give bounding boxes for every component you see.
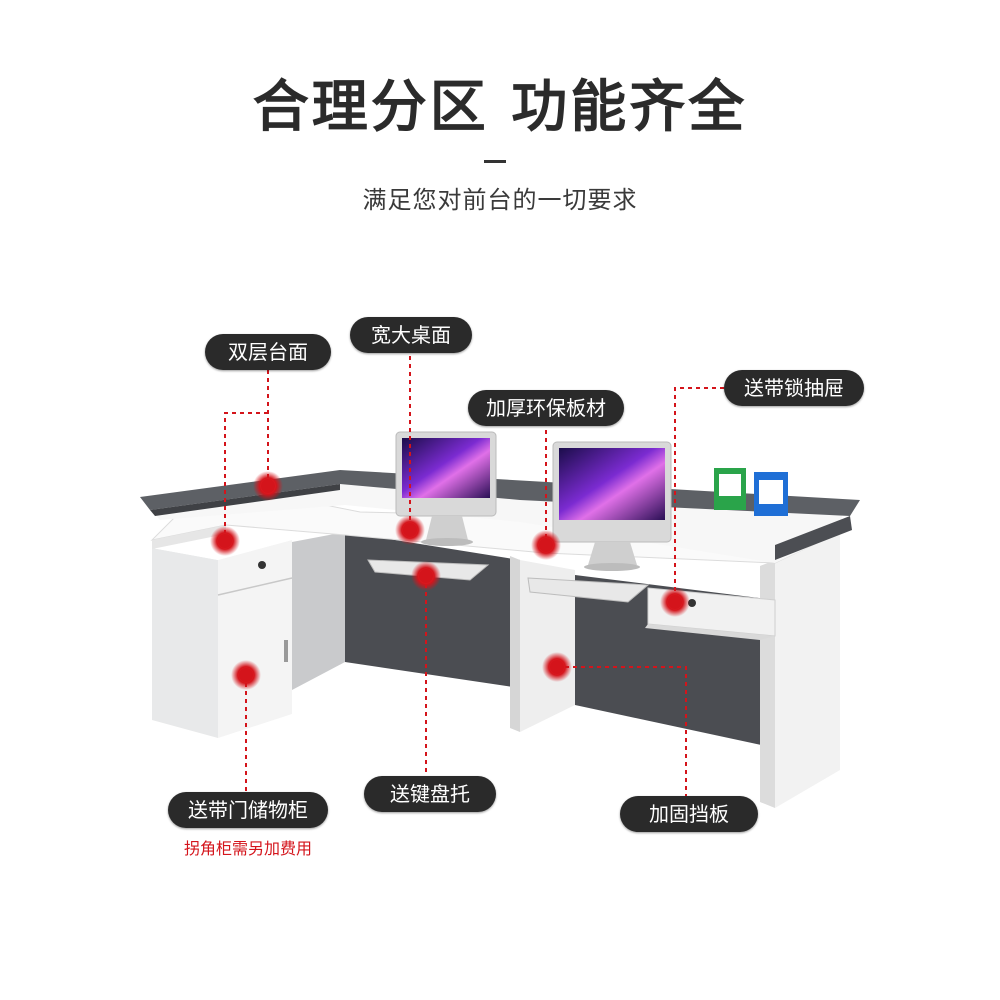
callout-lock-drawer: 送带锁抽屉 (724, 370, 864, 406)
callout-double-top: 双层台面 (205, 334, 331, 370)
page-title: 合理分区 功能齐全 (252, 75, 748, 140)
title-divider (484, 160, 506, 163)
middle-support-board (510, 556, 575, 732)
callout-keyboard-tray: 送键盘托 (364, 776, 496, 812)
callout-eco-board: 加厚环保板材 (468, 390, 624, 426)
storage-cabinet (152, 530, 293, 738)
hotspot-markers (210, 471, 690, 690)
callout-door-cabinet: 送带门储物柜 (168, 792, 328, 828)
page-subtitle: 满足您对前台的一切要求 (362, 186, 638, 214)
leader-lines (224, 348, 724, 796)
monitor-left (395, 431, 497, 546)
corner-cabinet-note: 拐角柜需另加费用 (183, 839, 312, 858)
qr-code-stands (714, 468, 788, 516)
callout-wide-desk: 宽大桌面 (350, 317, 472, 353)
callout-reinforce-board: 加固挡板 (620, 796, 758, 832)
monitor-right (552, 441, 672, 571)
right-end-panel (760, 532, 840, 808)
